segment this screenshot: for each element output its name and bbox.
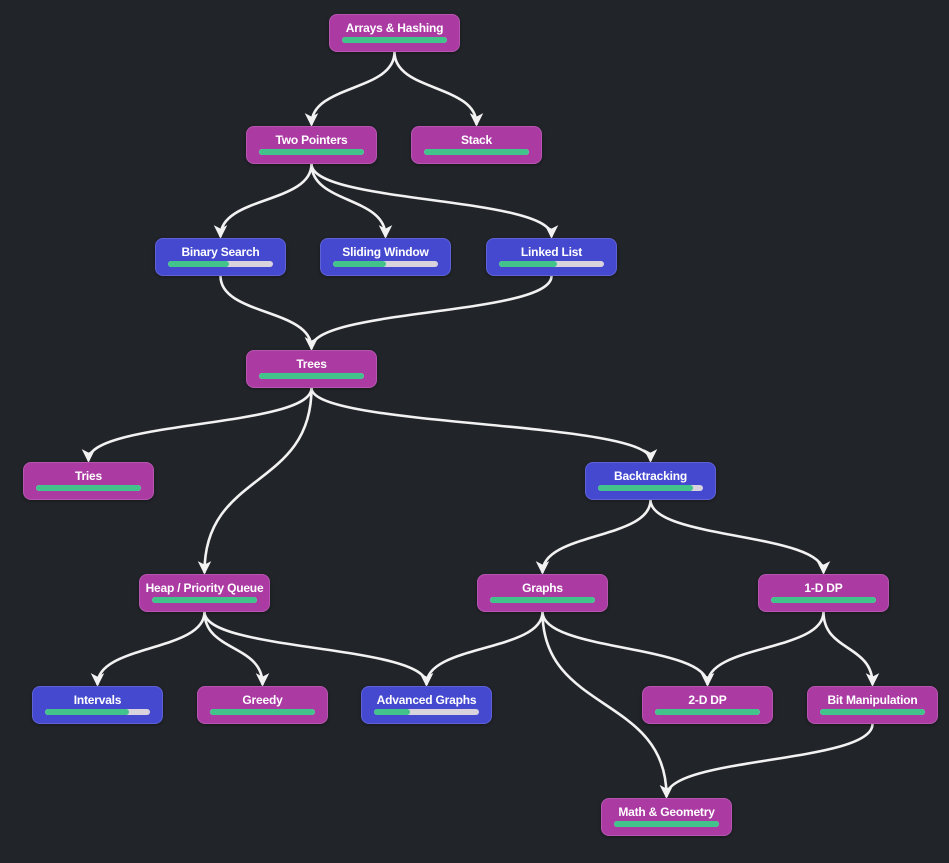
edge-arrays-hashing-to-two-pointers <box>304 50 396 127</box>
node-progress-fill <box>152 597 257 603</box>
edge-trees-to-backtracking <box>310 386 658 463</box>
node-title: Tries <box>74 469 103 483</box>
node-progress-track <box>614 821 719 827</box>
edge-two-pointers-to-sliding-window <box>310 162 393 239</box>
edge-trees-to-tries <box>81 386 313 463</box>
node-progress-track <box>45 709 150 715</box>
roadmap-node-graphs[interactable]: Graphs <box>477 574 608 612</box>
edge-backtracking-to-graphs <box>535 498 652 575</box>
node-progress-fill <box>210 709 315 715</box>
node-title: Stack <box>460 133 493 147</box>
node-progress-track <box>36 485 141 491</box>
node-title: Bit Manipulation <box>827 693 918 707</box>
edge-heap-priority-queue-to-greedy <box>203 610 270 687</box>
node-progress-fill <box>374 709 410 715</box>
node-progress-track <box>771 597 876 603</box>
node-title: Greedy <box>242 693 283 707</box>
node-title: 2-D DP <box>688 693 727 707</box>
node-progress-track <box>342 37 447 43</box>
roadmap-node-backtracking[interactable]: Backtracking <box>585 462 716 500</box>
roadmap-node-two-pointers[interactable]: Two Pointers <box>246 126 377 164</box>
node-progress-fill <box>424 149 529 155</box>
node-progress-track <box>168 261 273 267</box>
node-title: Backtracking <box>614 469 687 483</box>
node-progress-track <box>152 597 257 603</box>
node-progress-fill <box>259 373 364 379</box>
roadmap-node-binary-search[interactable]: Binary Search <box>155 238 286 276</box>
node-progress-track <box>424 149 529 155</box>
edge-arrays-hashing-to-stack <box>393 50 484 127</box>
node-progress-track <box>259 373 364 379</box>
node-progress-fill <box>771 597 876 603</box>
roadmap-node-advanced-graphs[interactable]: Advanced Graphs <box>361 686 492 724</box>
roadmap-node-stack[interactable]: Stack <box>411 126 542 164</box>
roadmap-node-heap-priority-queue[interactable]: Heap / Priority Queue <box>139 574 270 612</box>
roadmap-node-tries[interactable]: Tries <box>23 462 154 500</box>
node-progress-fill <box>499 261 557 267</box>
node-progress-fill <box>490 597 595 603</box>
node-title: Heap / Priority Queue <box>145 581 264 595</box>
node-title: Graphs <box>522 581 563 595</box>
roadmap-node-greedy[interactable]: Greedy <box>197 686 328 724</box>
node-progress-track <box>374 709 479 715</box>
edge-one-d-dp-to-bit-manipulation <box>822 610 880 687</box>
edge-binary-search-to-trees <box>219 274 319 351</box>
node-progress-track <box>499 261 604 267</box>
roadmap-node-trees[interactable]: Trees <box>246 350 377 388</box>
node-progress-track <box>333 261 438 267</box>
node-progress-track <box>598 485 703 491</box>
node-title: Intervals <box>73 693 122 707</box>
node-title: Sliding Window <box>342 245 429 259</box>
node-progress-track <box>490 597 595 603</box>
edge-trees-to-heap-priority-queue <box>197 386 313 575</box>
edge-two-pointers-to-linked-list <box>310 162 559 239</box>
roadmap-node-two-d-dp[interactable]: 2-D DP <box>642 686 773 724</box>
node-progress-track <box>259 149 364 155</box>
node-progress-track <box>820 709 925 715</box>
edge-backtracking-to-one-d-dp <box>649 498 831 575</box>
node-progress-fill <box>655 709 760 715</box>
edge-two-pointers-to-binary-search <box>213 162 313 239</box>
node-progress-fill <box>342 37 447 43</box>
roadmap-node-arrays-hashing[interactable]: Arrays & Hashing <box>329 14 460 52</box>
roadmap-node-sliding-window[interactable]: Sliding Window <box>320 238 451 276</box>
node-progress-track <box>655 709 760 715</box>
node-progress-fill <box>36 485 141 491</box>
node-title: Two Pointers <box>275 133 348 147</box>
edge-linked-list-to-trees <box>304 274 553 351</box>
node-title: Linked List <box>520 245 583 259</box>
node-title: Binary Search <box>181 245 260 259</box>
node-progress-fill <box>45 709 129 715</box>
roadmap-node-math-geometry[interactable]: Math & Geometry <box>601 798 732 836</box>
node-progress-fill <box>333 261 386 267</box>
node-progress-fill <box>168 261 229 267</box>
node-progress-track <box>210 709 315 715</box>
node-progress-fill <box>614 821 719 827</box>
edge-heap-priority-queue-to-intervals <box>90 610 206 687</box>
edge-graphs-to-two-d-dp <box>541 610 715 687</box>
edge-heap-priority-queue-to-advanced-graphs <box>203 610 434 687</box>
edge-one-d-dp-to-two-d-dp <box>700 610 825 687</box>
node-progress-fill <box>820 709 925 715</box>
edge-graphs-to-advanced-graphs <box>419 610 544 687</box>
node-title: Advanced Graphs <box>376 693 477 707</box>
roadmap-node-bit-manipulation[interactable]: Bit Manipulation <box>807 686 938 724</box>
roadmap-node-one-d-dp[interactable]: 1-D DP <box>758 574 889 612</box>
node-title: Trees <box>296 357 327 371</box>
node-progress-fill <box>598 485 693 491</box>
node-title: Arrays & Hashing <box>345 21 444 35</box>
roadmap-node-intervals[interactable]: Intervals <box>32 686 163 724</box>
node-title: 1-D DP <box>804 581 843 595</box>
node-progress-fill <box>259 149 364 155</box>
node-title: Math & Geometry <box>618 805 715 819</box>
roadmap-node-linked-list[interactable]: Linked List <box>486 238 617 276</box>
edge-bit-manipulation-to-math-geometry <box>659 722 874 799</box>
